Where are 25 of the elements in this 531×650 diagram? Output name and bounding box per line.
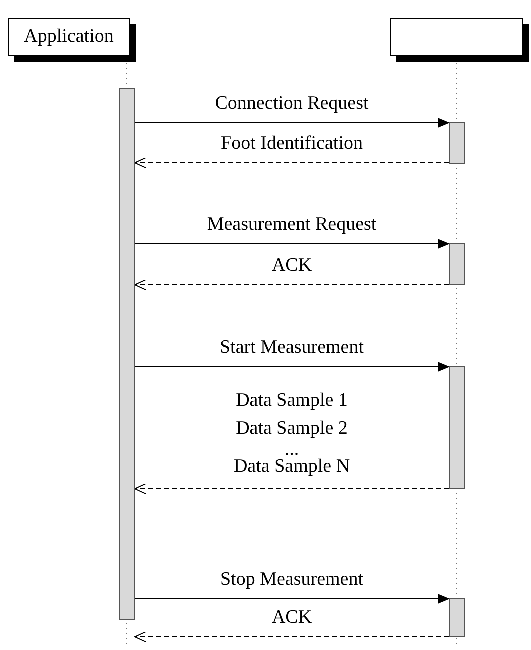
message-arrow <box>134 594 450 604</box>
return-message-arrow <box>134 158 450 168</box>
message-label: ACK <box>272 608 312 627</box>
message-label: Measurement Request <box>207 215 377 234</box>
message-label: Start Measurement <box>220 338 364 357</box>
message-arrow <box>134 239 450 249</box>
activation-bar <box>119 88 135 620</box>
activation-bar <box>449 243 465 285</box>
return-message-arrow <box>134 484 450 494</box>
participant-name: Application <box>24 26 114 48</box>
return-message-arrow <box>134 632 450 642</box>
return-message-arrow <box>134 280 450 290</box>
message-label: ... <box>284 440 300 459</box>
message-arrow <box>134 118 450 128</box>
message-label: Data Sample N <box>234 457 350 476</box>
activation-bar <box>449 366 465 489</box>
message-label: Data Sample 2 <box>236 419 348 438</box>
message-label: Stop Measurement <box>220 570 364 589</box>
message-label: Connection Request <box>215 94 369 113</box>
message-label: Data Sample 1 <box>236 391 348 410</box>
message-label: ACK <box>272 256 312 275</box>
message-arrow <box>134 362 450 372</box>
message-label: Foot Identification <box>221 134 363 153</box>
activation-bar <box>449 598 465 637</box>
activation-bar <box>449 122 465 164</box>
